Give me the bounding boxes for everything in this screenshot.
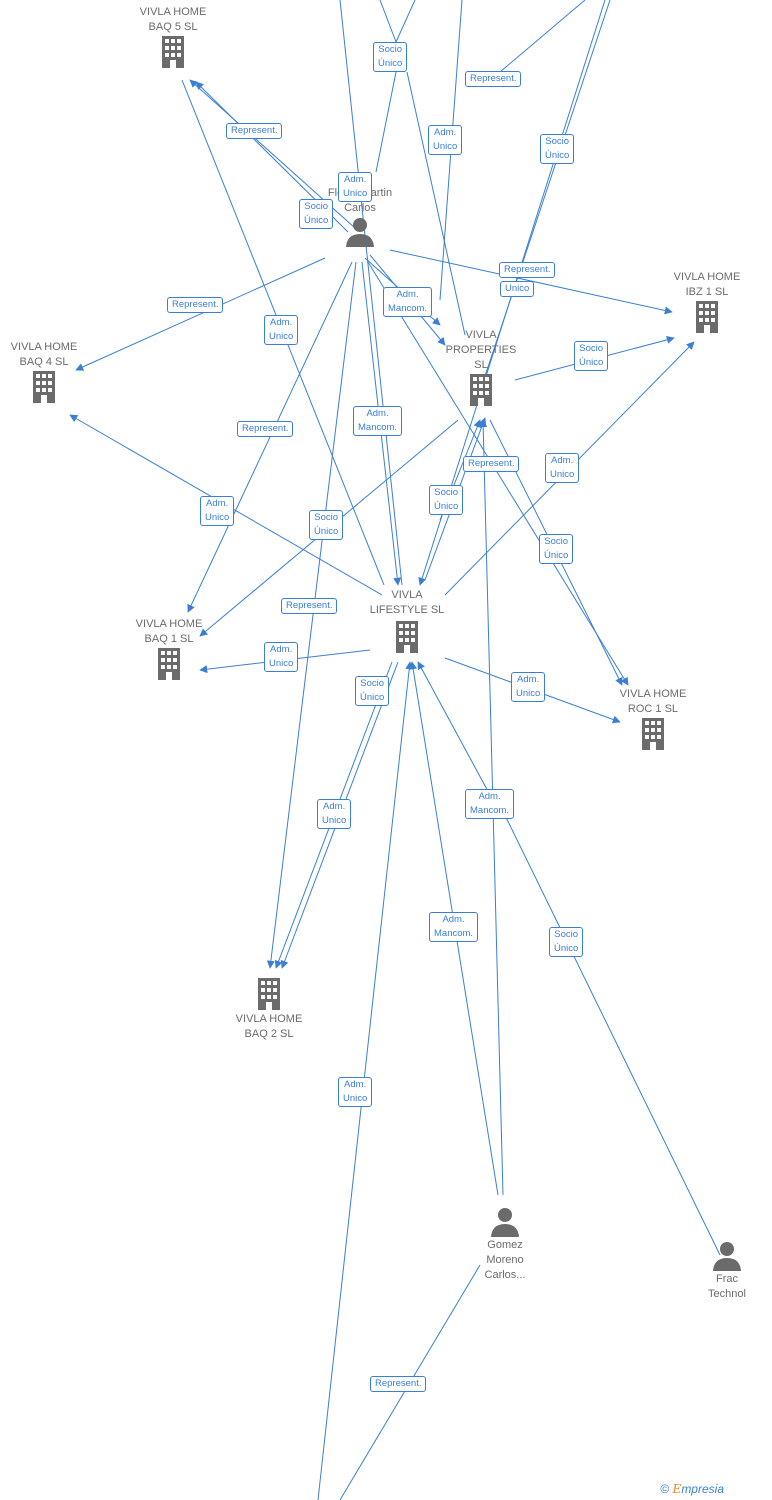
edge-label[interactable]: Adm. Unico: [511, 672, 546, 702]
person-icon: [346, 218, 374, 247]
edge-line: [499, 0, 586, 73]
person-node-frac[interactable]: Frac Technol: [682, 1240, 772, 1302]
edge-label[interactable]: Adm. Mancom.: [429, 912, 479, 942]
person-icon: [491, 1208, 519, 1237]
building-icon: [33, 371, 55, 403]
node-label: VIVLA PROPERTIES SL: [445, 329, 517, 371]
edge-line: [75, 257, 326, 371]
edge-line: [406, 71, 466, 336]
edge-label[interactable]: Represent.: [370, 1376, 427, 1392]
building-icon: [642, 718, 664, 750]
edge-label[interactable]: Socio Único: [309, 510, 344, 540]
building-icon: [696, 301, 718, 333]
edge-line: [375, 71, 397, 173]
edge-line: [367, 261, 629, 686]
building-icon: [258, 978, 280, 1010]
edge-label[interactable]: Socio Único: [539, 534, 574, 564]
node-label: Frac Technol: [708, 1273, 746, 1300]
edge-label[interactable]: Adm. Unico: [428, 125, 463, 155]
node-label: VIVLA HOME BAQ 1 SL: [135, 618, 203, 645]
node-label: VIVLA HOME ROC 1 SL: [619, 688, 687, 715]
company-node-baq5[interactable]: VIVLA HOME BAQ 5 SL: [126, 5, 220, 69]
edge-label[interactable]: Adm. Mancom.: [383, 287, 433, 317]
person-icon: [713, 1242, 741, 1271]
company-node-baq2[interactable]: VIVLA HOME BAQ 2 SL: [222, 976, 316, 1042]
logo-text: mpresia: [681, 1482, 724, 1496]
company-node-baq1[interactable]: VIVLA HOME BAQ 1 SL: [122, 617, 216, 681]
edge-label[interactable]: Represent.: [237, 421, 294, 437]
edge-label[interactable]: Represent.: [167, 297, 224, 313]
edge-label[interactable]: Represent.: [465, 71, 522, 87]
edge-label[interactable]: Adm. Unico: [545, 453, 580, 483]
building-icon: [396, 621, 418, 653]
copyright-symbol: ©: [660, 1482, 670, 1496]
edge-label[interactable]: Socio Único: [373, 42, 408, 72]
building-icon: [470, 374, 492, 406]
edge-label[interactable]: Adm. Unico: [338, 1077, 373, 1107]
person-node-gomez[interactable]: Gomez Moreno Carlos...: [460, 1206, 550, 1283]
edge-label[interactable]: Socio Único: [355, 676, 390, 706]
edge-label[interactable]: Adm. Mancom.: [353, 406, 403, 436]
edge-line: [187, 261, 353, 613]
node-label: VIVLA HOME BAQ 4 SL: [10, 341, 78, 368]
company-node-properties[interactable]: VIVLA PROPERTIES SL: [436, 328, 526, 407]
building-icon: [158, 648, 180, 680]
edge-label[interactable]: Unico: [500, 281, 535, 297]
edge-label[interactable]: Adm. Unico: [264, 642, 299, 672]
edge-label[interactable]: Represent.: [281, 598, 338, 614]
edge-label[interactable]: Socio Único: [429, 485, 464, 515]
node-label: Gomez Moreno Carlos...: [484, 1239, 526, 1281]
edge-line: [379, 0, 397, 43]
edge-label[interactable]: Adm. Mancom.: [465, 789, 515, 819]
edge-line: [417, 661, 491, 796]
edge-label[interactable]: Socio Único: [540, 134, 575, 164]
edge-label[interactable]: Represent.: [463, 456, 520, 472]
edge-label[interactable]: Socio Único: [574, 341, 609, 371]
edge-label[interactable]: Adm. Unico: [264, 315, 299, 345]
logo-initial: E: [672, 1482, 682, 1496]
building-icon: [162, 36, 184, 68]
edge-label[interactable]: Socio Único: [549, 927, 584, 957]
company-node-lifestyle[interactable]: VIVLA LIFESTYLE SL: [360, 588, 454, 656]
edge-label[interactable]: Represent.: [226, 123, 283, 139]
edge-label[interactable]: Adm. Unico: [338, 172, 373, 202]
company-node-ibz1[interactable]: VIVLA HOME IBZ 1 SL: [662, 270, 752, 334]
node-label: VIVLA LIFESTYLE SL: [369, 589, 445, 616]
company-node-roc1[interactable]: VIVLA HOME ROC 1 SL: [606, 687, 700, 751]
node-label: VIVLA HOME BAQ 2 SL: [235, 1013, 303, 1040]
edge-line: [499, 804, 721, 1256]
edge-label[interactable]: Adm. Unico: [200, 496, 235, 526]
edge-label[interactable]: Represent.: [499, 262, 556, 278]
edge-line: [339, 0, 403, 586]
edge-line: [395, 0, 416, 43]
company-node-baq4[interactable]: VIVLA HOME BAQ 4 SL: [0, 340, 91, 404]
edge-label[interactable]: Socio Único: [299, 199, 334, 229]
node-label: VIVLA HOME BAQ 5 SL: [139, 6, 207, 33]
edge-label[interactable]: Adm. Unico: [317, 799, 352, 829]
node-label: VIVLA HOME IBZ 1 SL: [673, 271, 741, 298]
empresia-logo[interactable]: © Empresia: [660, 1482, 724, 1496]
edge-line: [266, 261, 357, 969]
